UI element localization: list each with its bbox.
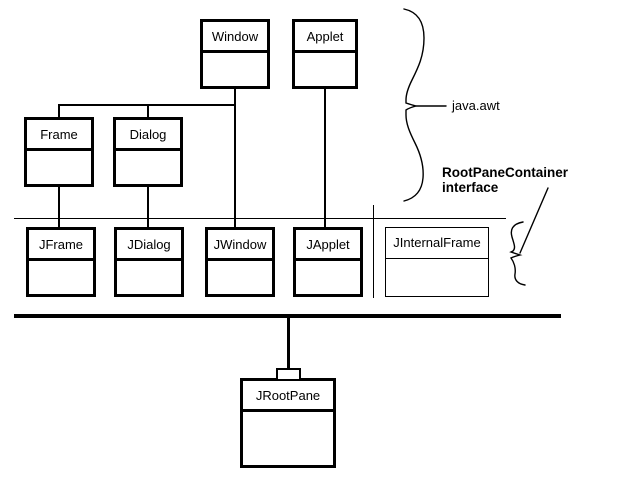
class-body-jwindow: [208, 261, 272, 294]
package-separator-line: [14, 218, 506, 219]
class-body-frame: [27, 151, 91, 184]
class-body-jinternalframe: [386, 259, 488, 296]
class-box-jinternalframe[interactable]: JInternalFrame: [385, 227, 489, 297]
class-box-dialog[interactable]: Dialog: [113, 117, 183, 187]
class-title-dialog: Dialog: [116, 120, 180, 151]
java-awt-brace-icon: [403, 8, 425, 202]
java-awt-package-label: java.awt: [452, 98, 500, 113]
class-title-jframe: JFrame: [29, 230, 93, 261]
rootpanecontainer-label-line1: RootPaneContainer: [442, 165, 569, 180]
class-title-jdialog: JDialog: [117, 230, 181, 261]
rootpanecontainer-label-line2: interface: [442, 180, 499, 195]
rootpanecontainer-interface-label: RootPaneContainer interface: [442, 165, 568, 195]
class-title-jwindow: JWindow: [208, 230, 272, 261]
class-box-applet[interactable]: Applet: [292, 19, 358, 89]
connector-frame-to-jframe: [58, 187, 60, 228]
class-body-jframe: [29, 261, 93, 294]
class-title-frame: Frame: [27, 120, 91, 151]
class-body-jrootpane: [243, 412, 333, 465]
rootpanecontainer-leader-icon: [519, 187, 549, 254]
class-body-window: [203, 53, 267, 86]
class-title-japplet: JApplet: [296, 230, 360, 261]
class-box-jwindow[interactable]: JWindow: [205, 227, 275, 297]
class-title-applet: Applet: [295, 22, 355, 53]
class-box-japplet[interactable]: JApplet: [293, 227, 363, 297]
connector-window-to-jwindow: [234, 88, 236, 228]
class-box-window[interactable]: Window: [200, 19, 270, 89]
connector-drop-frame: [58, 104, 60, 118]
class-body-dialog: [116, 151, 180, 184]
class-box-jrootpane[interactable]: JRootPane: [240, 378, 336, 468]
class-body-japplet: [296, 261, 360, 294]
group-divider-line: [373, 205, 374, 298]
connector-dialog-to-jdialog: [147, 187, 149, 228]
class-body-jdialog: [117, 261, 181, 294]
connector-applet-to-japplet: [324, 88, 326, 228]
class-title-jrootpane: JRootPane: [243, 381, 333, 412]
connector-bar-to-jrootpane: [287, 316, 290, 369]
class-box-jdialog[interactable]: JDialog: [114, 227, 184, 297]
class-title-window: Window: [203, 22, 267, 53]
jrootpane-tab-decoration: [276, 368, 301, 379]
class-title-jinternalframe: JInternalFrame: [386, 228, 488, 259]
connector-drop-dialog: [147, 104, 149, 118]
class-body-applet: [295, 53, 355, 86]
class-box-frame[interactable]: Frame: [24, 117, 94, 187]
rootpanecontainer-brace-icon: [509, 221, 526, 286]
class-box-jframe[interactable]: JFrame: [26, 227, 96, 297]
